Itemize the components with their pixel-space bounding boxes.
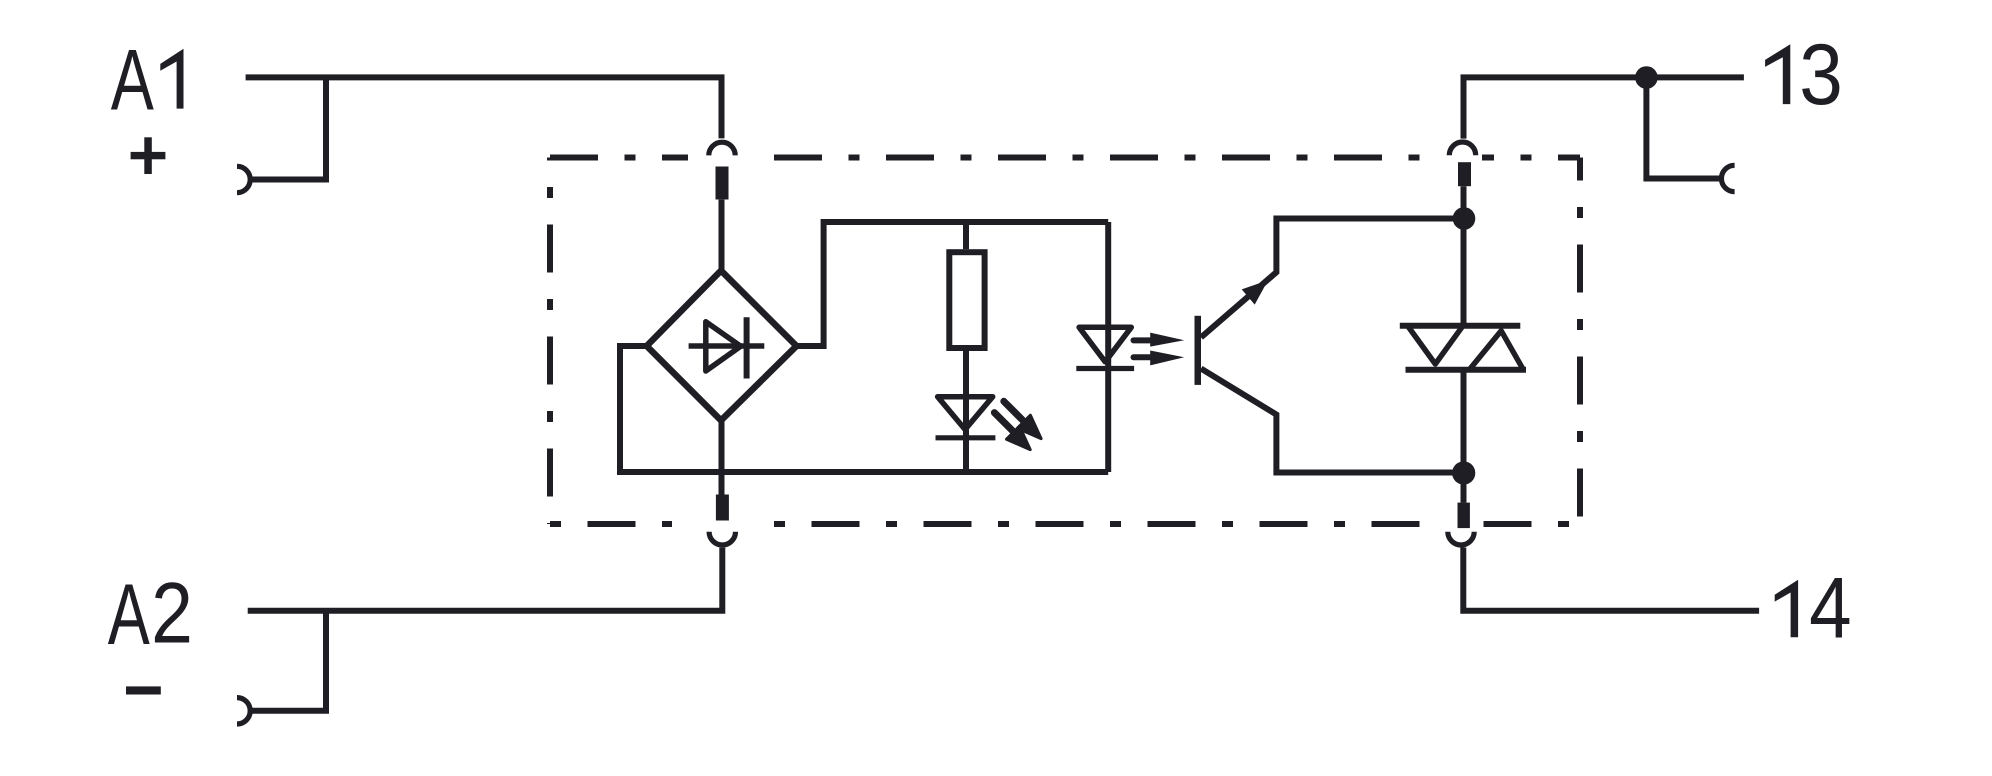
svg-text:A: A <box>108 566 151 662</box>
svg-text:2: 2 <box>151 566 193 662</box>
svg-text:3: 3 <box>1799 27 1843 123</box>
svg-text:4: 4 <box>1809 560 1851 656</box>
svg-text:A: A <box>111 33 154 129</box>
